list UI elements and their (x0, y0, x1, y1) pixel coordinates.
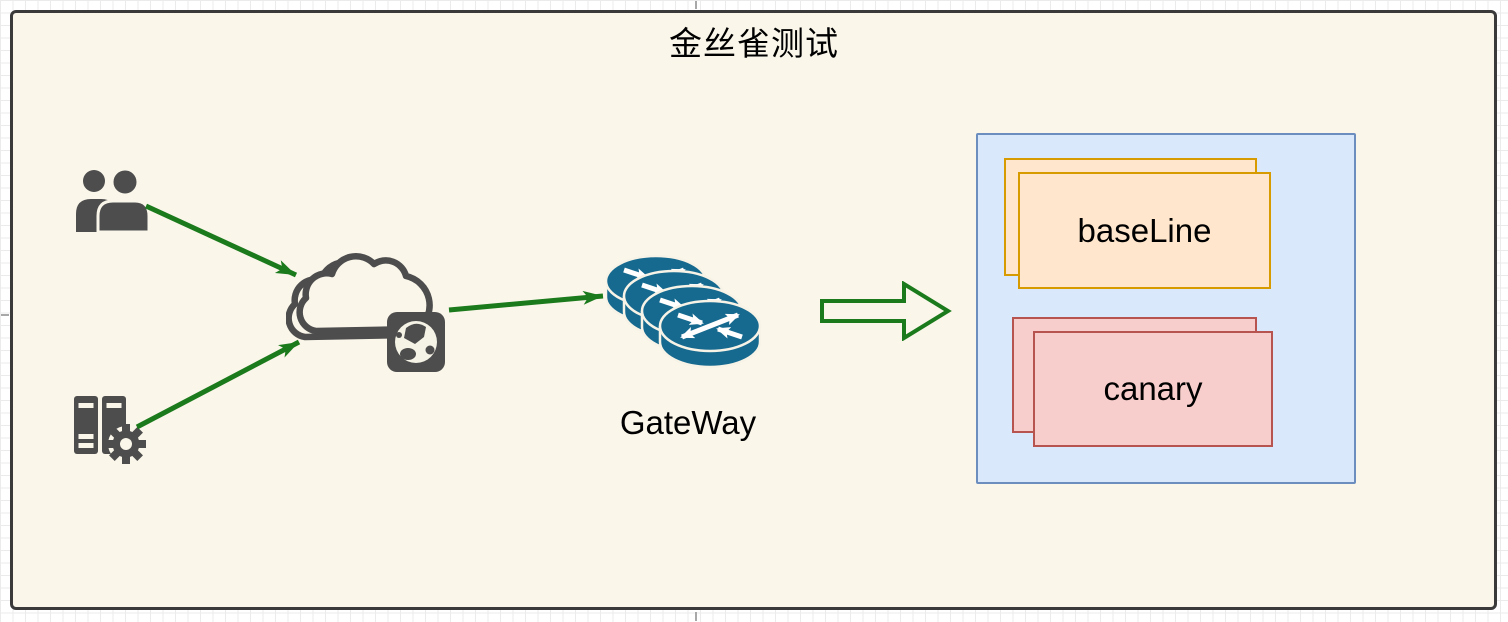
users-icon[interactable] (73, 168, 151, 232)
block-arrow-shape[interactable] (820, 281, 952, 341)
canary-label: canary (1103, 370, 1203, 407)
block-arrow[interactable] (820, 281, 952, 341)
diagram-title: 金丝雀测试 (669, 25, 839, 62)
ruler-tick-left (1, 314, 9, 316)
server-gear-icon[interactable] (72, 394, 150, 466)
cloud-globe-icon[interactable] (286, 250, 454, 378)
ruler-tick-top (695, 1, 697, 9)
ruler-tick-bottom (695, 612, 697, 621)
router-stack-icon[interactable] (606, 255, 770, 377)
gateway-label: GateWay (619, 404, 757, 441)
baseline-label: baseLine (1077, 211, 1212, 249)
canary-card[interactable]: canary (1033, 331, 1273, 447)
baseline-card[interactable]: baseLine (1018, 172, 1271, 289)
